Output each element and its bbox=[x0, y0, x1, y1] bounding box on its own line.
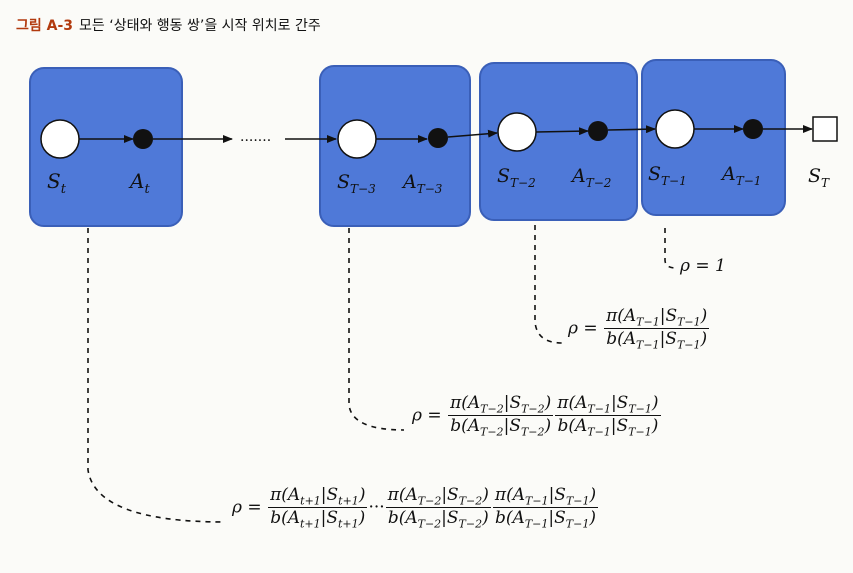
label-at2: AT−2 bbox=[570, 165, 611, 190]
ratio-t-plus-1: π(At+1|St+1) b(At+1|St+1) bbox=[268, 485, 368, 531]
dashed-connector-t-minus-1 bbox=[664, 228, 677, 269]
state-node-st2 bbox=[497, 112, 537, 152]
ratio-t-minus-2: π(AT−2|ST−2) b(AT−2|ST−2) bbox=[385, 485, 491, 531]
ratio-t-minus-1: π(AT−1|ST−1) b(AT−1|ST−1) bbox=[555, 393, 661, 439]
box-t bbox=[29, 67, 183, 227]
action-node-at2 bbox=[588, 121, 608, 141]
label-at3: AT−3 bbox=[401, 171, 443, 196]
arrow-at2-st1 bbox=[607, 125, 656, 134]
action-node-at1 bbox=[743, 119, 763, 139]
label-st: St bbox=[47, 169, 67, 197]
box-t-minus-3 bbox=[319, 65, 471, 227]
label-at: At bbox=[128, 169, 150, 197]
ratio-t-minus-1: π(AT−1|ST−1) b(AT−1|ST−1) bbox=[492, 485, 599, 531]
ellipsis: ······· bbox=[240, 133, 271, 149]
terminal-state-node bbox=[812, 116, 838, 142]
label-sT: ST bbox=[808, 165, 830, 190]
box-t-minus-1 bbox=[641, 59, 786, 216]
dashed-connector-t bbox=[87, 228, 226, 523]
rho-formula-t-minus-1: ρ = π(AT−1|ST−1) b(AT−1|ST−1) bbox=[568, 306, 710, 352]
ratio-t-minus-2: π(AT−2|ST−2) b(AT−2|ST−2) bbox=[448, 393, 554, 439]
cdots: ··· bbox=[368, 497, 385, 518]
ratio-t-minus-1: π(AT−1|ST−1) b(AT−1|ST−1) bbox=[604, 306, 710, 352]
state-node-st1 bbox=[655, 109, 695, 149]
arrow-st2-at2 bbox=[535, 127, 589, 136]
dashed-connector-t-minus-2 bbox=[534, 225, 563, 344]
dashed-connector-t-minus-3 bbox=[348, 228, 405, 431]
state-node-st3 bbox=[337, 119, 377, 159]
label-st3: ST−3 bbox=[337, 171, 376, 196]
action-node-at bbox=[133, 129, 153, 149]
rho-formula-t: ρ = π(At+1|St+1) b(At+1|St+1) ··· π(AT−2… bbox=[232, 485, 599, 531]
action-node-at3 bbox=[428, 128, 448, 148]
state-node-st bbox=[40, 119, 80, 159]
rho-equals-one: ρ = 1 bbox=[680, 256, 726, 276]
rho-formula-t-minus-2: ρ = π(AT−2|ST−2) b(AT−2|ST−2) π(AT−1|ST−… bbox=[412, 393, 661, 439]
figure-caption: 그림 A-3 모든 ‘상태와 행동 쌍’을 시작 위치로 간주 bbox=[16, 15, 321, 35]
figure-label: 그림 A-3 bbox=[16, 18, 74, 34]
label-st2: ST−2 bbox=[497, 165, 536, 190]
label-at1: AT−1 bbox=[720, 163, 761, 188]
box-t-minus-2 bbox=[479, 62, 638, 221]
label-st1: ST−1 bbox=[648, 163, 687, 188]
figure-title: 모든 ‘상태와 행동 쌍’을 시작 위치로 간주 bbox=[79, 18, 321, 34]
arrow-at3-st2 bbox=[447, 129, 498, 138]
